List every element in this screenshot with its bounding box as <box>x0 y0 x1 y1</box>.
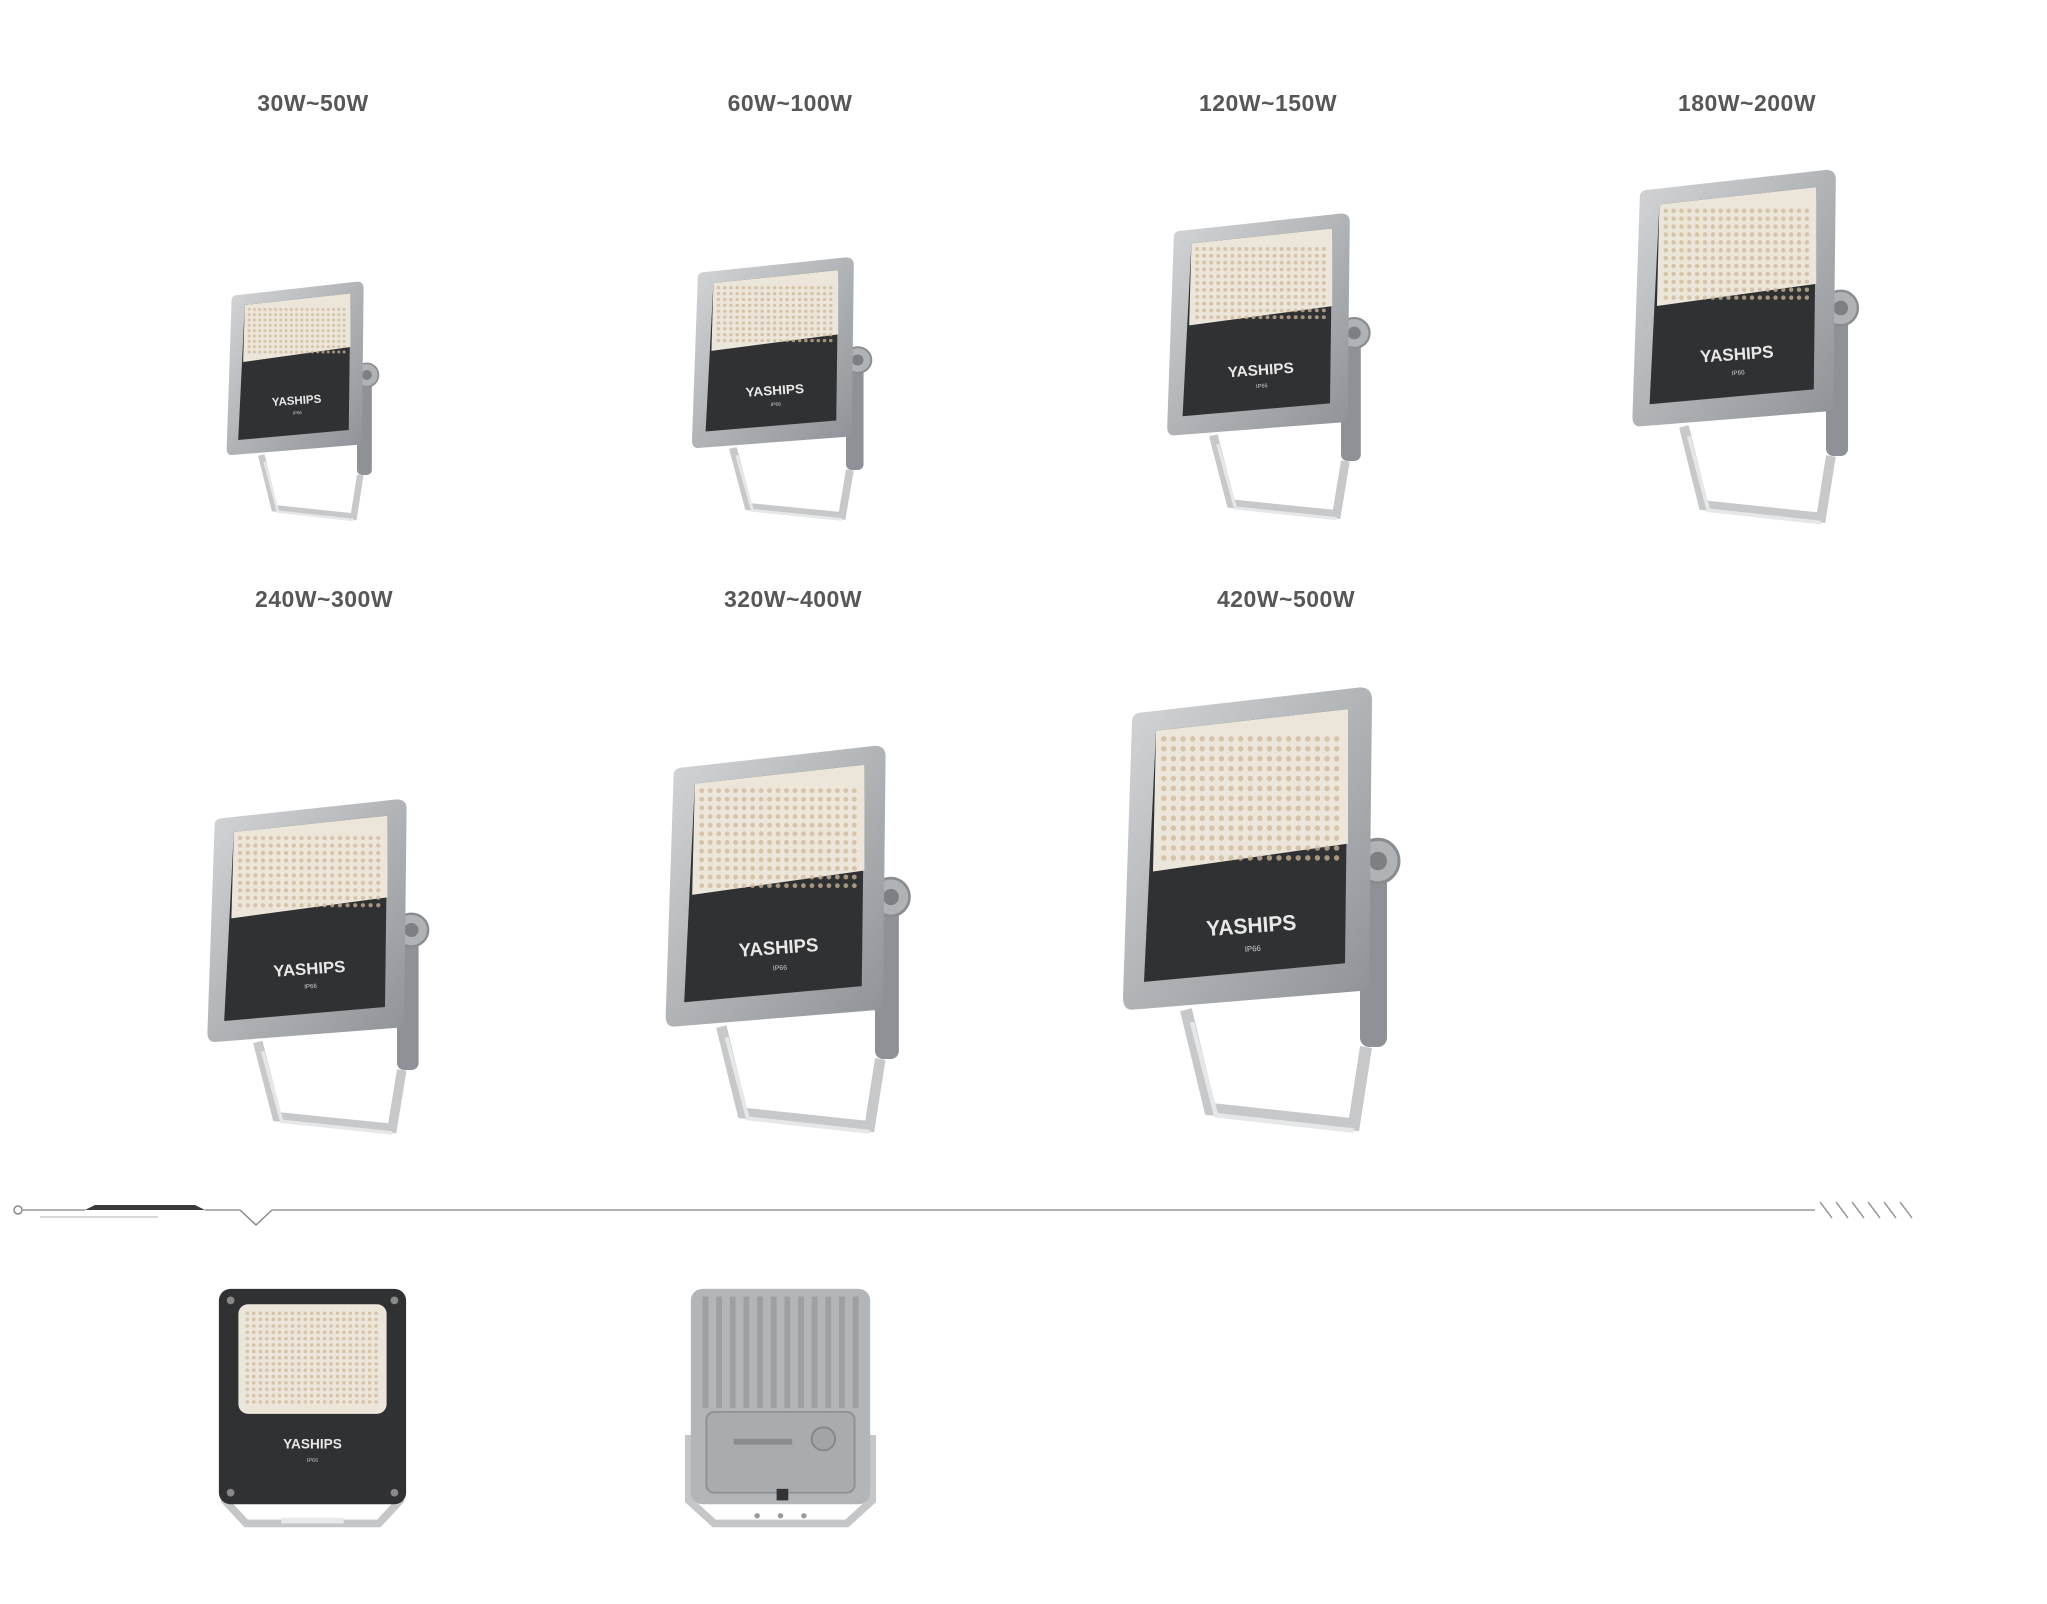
floodlight-120-150w-image: YASHIPS IP66 <box>1165 205 1385 525</box>
floodlight-illustration: YASHIPS IP66 <box>207 799 430 1135</box>
floodlight-60-100w-image: YASHIPS IP66 <box>690 250 885 525</box>
floodlight-180-200w-image: YASHIPS IP66 <box>1630 160 1875 530</box>
svg-text:IP66: IP66 <box>1256 383 1268 390</box>
product-label-320-400w: 320W~400W <box>723 586 863 612</box>
floodlight-front-illustration: YASHIPS IP66 <box>218 1288 407 1528</box>
floodlight-illustration: YASHIPS IP66 <box>691 257 873 521</box>
product-label-240-300w: 240W~300W <box>254 586 394 612</box>
section-divider <box>13 1201 1913 1227</box>
product-label-420-500w: 420W~500W <box>1216 586 1356 612</box>
floodlight-illustration: YASHIPS IP66 <box>226 281 380 522</box>
product-label-60-100w: 60W~100W <box>727 90 853 116</box>
floodlight-illustration: YASHIPS IP66 <box>1123 687 1401 1134</box>
product-label-30-50w: 30W~50W <box>257 90 369 116</box>
product-label-120-150w: 120W~150W <box>1198 90 1338 116</box>
svg-text:YASHIPS: YASHIPS <box>1227 360 1294 381</box>
floodlight-30-50w-image: YASHIPS IP66 <box>225 275 390 525</box>
svg-text:IP66: IP66 <box>773 965 788 973</box>
floodlight-320-400w-image: YASHIPS IP66 <box>663 735 928 1140</box>
product-label-180-200w: 180W~200W <box>1677 90 1817 116</box>
floodlight-illustration: YASHIPS IP66 <box>1167 213 1371 521</box>
floodlight-back-illustration <box>684 1288 877 1528</box>
svg-text:YASHIPS: YASHIPS <box>273 957 346 981</box>
floodlight-illustration: YASHIPS IP66 <box>665 745 911 1134</box>
svg-text:IP66: IP66 <box>304 983 318 991</box>
floodlight-front-view-image: YASHIPS IP66 <box>215 1285 410 1535</box>
svg-text:IP66: IP66 <box>293 410 303 416</box>
floodlight-back-view-image <box>683 1285 878 1535</box>
svg-text:IP66: IP66 <box>307 1458 318 1464</box>
svg-text:IP66: IP66 <box>770 402 781 408</box>
svg-text:IP66: IP66 <box>1731 369 1745 377</box>
svg-text:YASHIPS: YASHIPS <box>745 381 805 399</box>
floodlight-240-300w-image: YASHIPS IP66 <box>205 790 445 1140</box>
floodlight-420-500w-image: YASHIPS IP66 <box>1120 675 1420 1140</box>
svg-text:YASHIPS: YASHIPS <box>271 393 322 410</box>
floodlight-illustration: YASHIPS IP66 <box>1632 169 1860 525</box>
svg-text:IP66: IP66 <box>1245 944 1262 954</box>
svg-text:YASHIPS: YASHIPS <box>283 1437 342 1452</box>
